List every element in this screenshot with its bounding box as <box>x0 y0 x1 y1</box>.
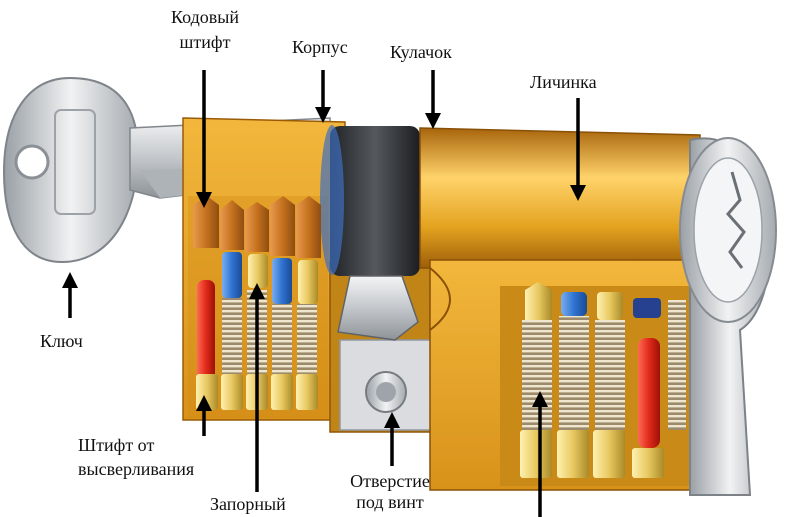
label-screw-hole-line1: Отверстие <box>350 471 430 491</box>
code-pin <box>193 196 321 258</box>
label-key: Ключ <box>40 331 83 351</box>
label-lock-pin: Запорный <box>210 494 286 514</box>
label-code-pin: Кодовый штифт <box>160 7 250 53</box>
label-code-pin-line2: штифт <box>179 32 231 52</box>
right-pin-stacks <box>520 282 686 478</box>
callout-arrows <box>62 70 586 517</box>
label-drill-pin-line2: высверливания <box>78 459 195 479</box>
label-screw-hole-line2: под винт <box>356 492 424 512</box>
anti-drill-pin <box>197 280 215 398</box>
cam <box>320 125 420 341</box>
label-drill-pin: Штифт от высверливания <box>78 435 238 480</box>
label-drill-pin-line1: Штифт от <box>78 435 155 455</box>
screw-hole <box>365 371 407 413</box>
label-body: Корпус <box>292 37 348 57</box>
cylinder-face <box>679 137 777 496</box>
label-cam: Кулачок <box>390 42 452 62</box>
anti-drill-pin-right <box>638 338 660 448</box>
left-pin-stacks <box>193 196 321 410</box>
label-screw-hole: Отверстие под винт <box>335 471 445 513</box>
label-code-pin-line1: Кодовый <box>171 7 239 27</box>
label-plug: Личинка <box>530 72 597 92</box>
